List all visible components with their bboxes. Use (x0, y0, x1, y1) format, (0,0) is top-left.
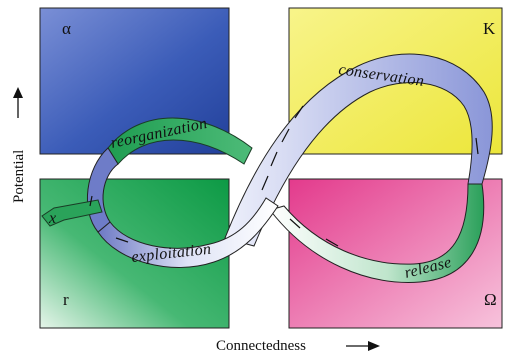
flow-arrow-icon (115, 237, 129, 243)
label-K: K (483, 19, 496, 38)
x-axis-arrowhead-icon (368, 341, 380, 351)
reorganization-band (107, 117, 253, 165)
label-alpha: α (62, 19, 71, 38)
flow-arrow-icon (294, 105, 304, 119)
flow-arrow-icon (475, 137, 479, 155)
flow-arrow-icon (289, 218, 301, 229)
x-axis-label: Connectedness (216, 338, 306, 354)
flow-arrow-icon (325, 238, 339, 247)
exit-arrow-band (41, 199, 103, 227)
flow-arrows (89, 105, 479, 247)
y-axis-arrowhead-icon (13, 87, 23, 98)
exit-label: x (48, 210, 56, 227)
y-axis: Potential (11, 87, 27, 203)
label-omega: Ω (484, 290, 497, 309)
flow-arrow-icon (270, 151, 278, 167)
exploitation-band (97, 197, 279, 268)
x-axis: Connectedness (216, 338, 380, 354)
flow-arrow-icon (89, 195, 93, 207)
flow-arrow-icon (261, 175, 269, 191)
label-r: r (63, 290, 69, 309)
y-axis-label: Potential (11, 150, 27, 203)
flow-arrow-icon (281, 128, 290, 143)
exit-arrow: x (41, 199, 103, 227)
